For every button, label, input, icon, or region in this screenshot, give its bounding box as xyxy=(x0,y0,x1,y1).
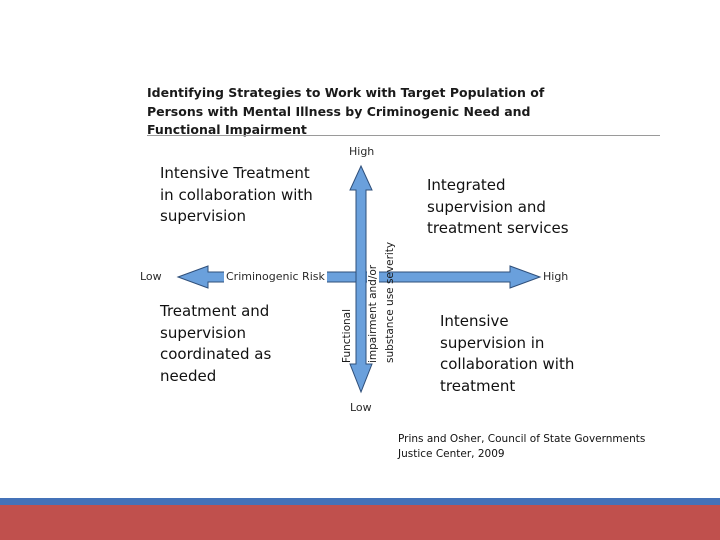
title-divider xyxy=(147,135,660,136)
quadrant-bottom-left-line: coordinated as xyxy=(160,345,272,363)
quadrant-bottom-right-line: Intensive xyxy=(440,312,509,330)
vertical-axis-high-label: High xyxy=(349,145,375,158)
vertical-axis-name-line2: impairment and/or xyxy=(367,264,379,363)
quadrant-top-right-line: treatment services xyxy=(427,219,569,237)
quadrant-top-right-line: supervision and xyxy=(427,197,546,216)
vertical-axis-arrow xyxy=(349,164,373,394)
quadrant-top-left-line: in collaboration with xyxy=(160,185,313,204)
vertical-axis-name-line3: substance use severity xyxy=(384,241,396,363)
source-credit: Prins and Osher, Council of State Govern… xyxy=(398,432,648,462)
horizontal-axis-high-label: High xyxy=(543,270,569,283)
quadrant-bottom-left-line: Treatment and xyxy=(160,302,270,320)
source-credit-line: Justice Center, 2009 xyxy=(398,448,505,460)
quadrant-bottom-right-line: collaboration with xyxy=(440,355,575,373)
footer-band xyxy=(0,505,720,540)
source-credit-line: Prins and Osher, Council of State Govern… xyxy=(398,433,646,445)
footer-accent-bar xyxy=(0,498,720,505)
quadrant-bottom-right: Intensive supervision in collaboration w… xyxy=(440,311,574,397)
quadrant-bottom-left: Treatment and supervision coordinated as… xyxy=(160,301,271,387)
quadrant-bottom-right-line: supervision in xyxy=(440,333,545,352)
quadrant-bottom-right-line: treatment xyxy=(440,376,516,395)
quadrant-bottom-left-line: supervision xyxy=(160,323,246,342)
quadrant-bottom-left-line: needed xyxy=(160,366,217,385)
page-title: Identifying Strategies to Work with Targ… xyxy=(147,85,545,137)
quadrant-top-left-line: supervision xyxy=(160,207,246,225)
vertical-axis-name-line1: Functional xyxy=(341,308,353,363)
horizontal-axis-low-label: Low xyxy=(140,270,162,283)
vertical-axis-low-label: Low xyxy=(350,401,372,414)
quadrant-top-left: Intensive Treatment in collaboration wit… xyxy=(160,163,313,228)
horizontal-axis-name: Criminogenic Risk xyxy=(224,270,327,283)
quadrant-top-left-line: Intensive Treatment xyxy=(160,164,310,182)
quadrant-top-right: Integrated supervision and treatment ser… xyxy=(427,175,569,240)
quadrant-top-right-line: Integrated xyxy=(427,176,506,194)
